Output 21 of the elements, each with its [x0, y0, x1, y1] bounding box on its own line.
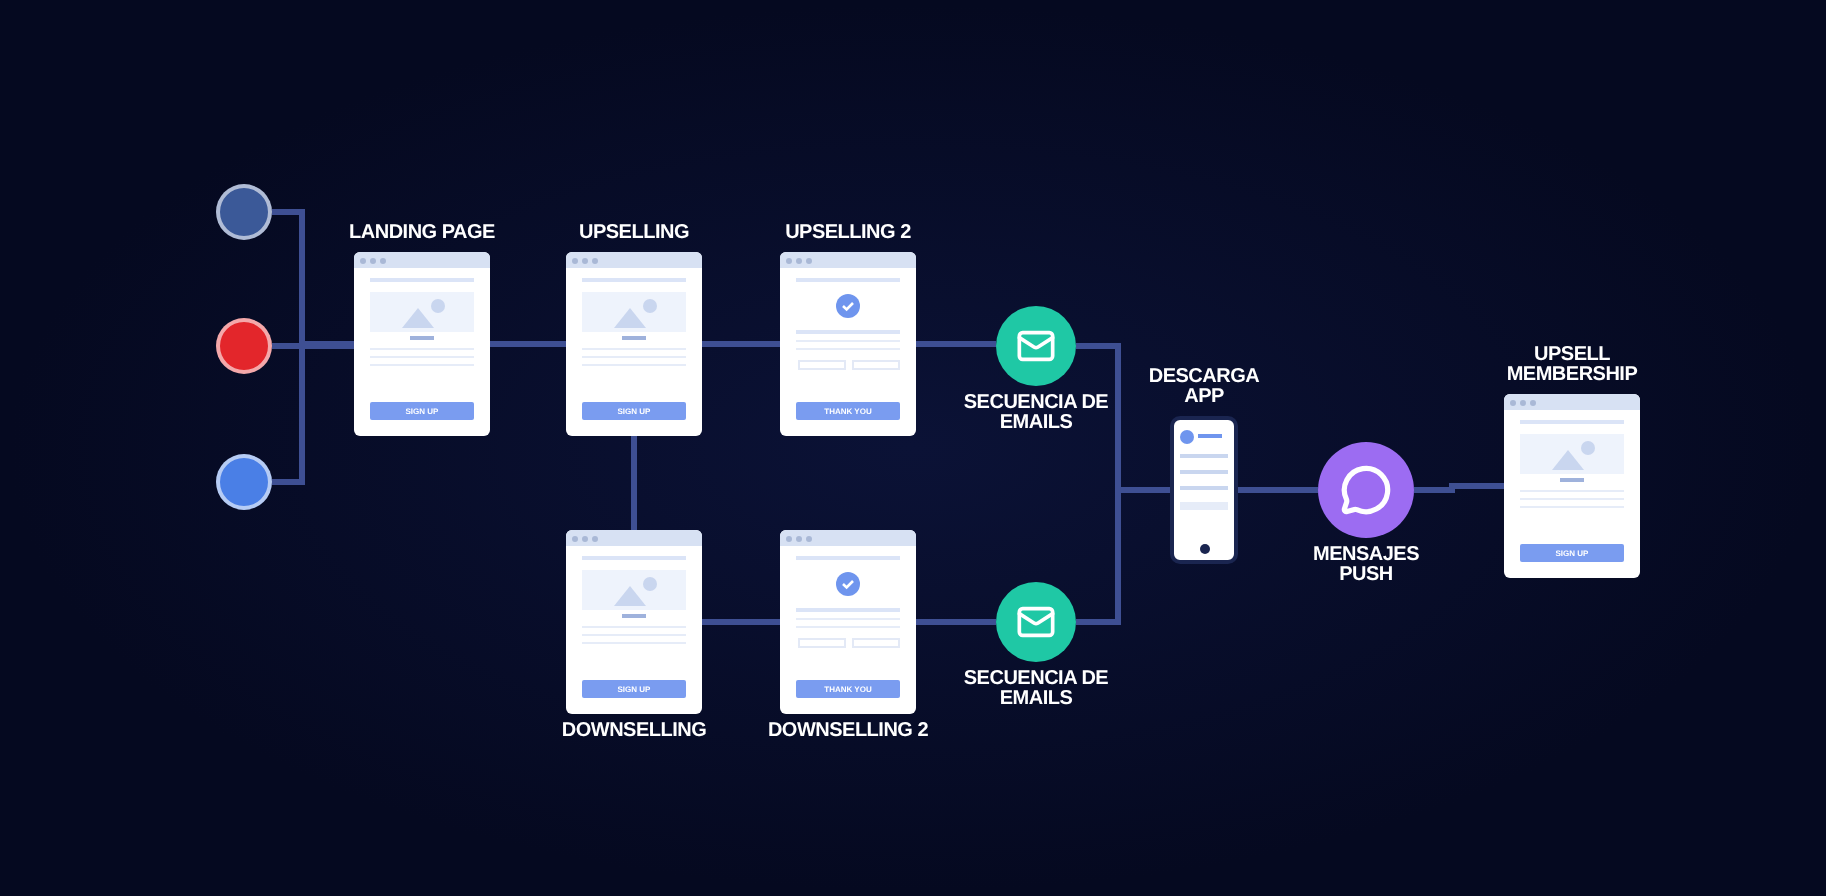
- step-title: LANDING PAGE: [349, 224, 495, 244]
- connector-line: [631, 436, 637, 530]
- step-title: DOWNSELLING 2: [767, 722, 929, 742]
- step-title: DOWNSELLING: [561, 722, 707, 742]
- step-title: DESCARGA APP: [1146, 368, 1262, 408]
- connector-line: [916, 341, 996, 347]
- connector-line: [272, 341, 354, 485]
- step-title: SECUENCIA DE EMAILS: [961, 394, 1111, 434]
- connector-line: [702, 619, 780, 625]
- step-title: UPSELLING 2: [785, 224, 911, 244]
- connector-line: [916, 619, 996, 625]
- connector-line: [1238, 487, 1318, 493]
- connector-line: [1414, 483, 1504, 493]
- connector-line: [490, 341, 566, 347]
- connector-line: [702, 341, 780, 347]
- step-title: MENSAJES PUSH: [1310, 546, 1421, 586]
- step-title: UPSELL MEMBERSHIP: [1504, 346, 1640, 386]
- step-title: UPSELLING: [579, 224, 689, 244]
- connector-line: [1076, 487, 1170, 625]
- step-title: SECUENCIA DE EMAILS: [961, 670, 1111, 710]
- connector-line: [272, 343, 354, 349]
